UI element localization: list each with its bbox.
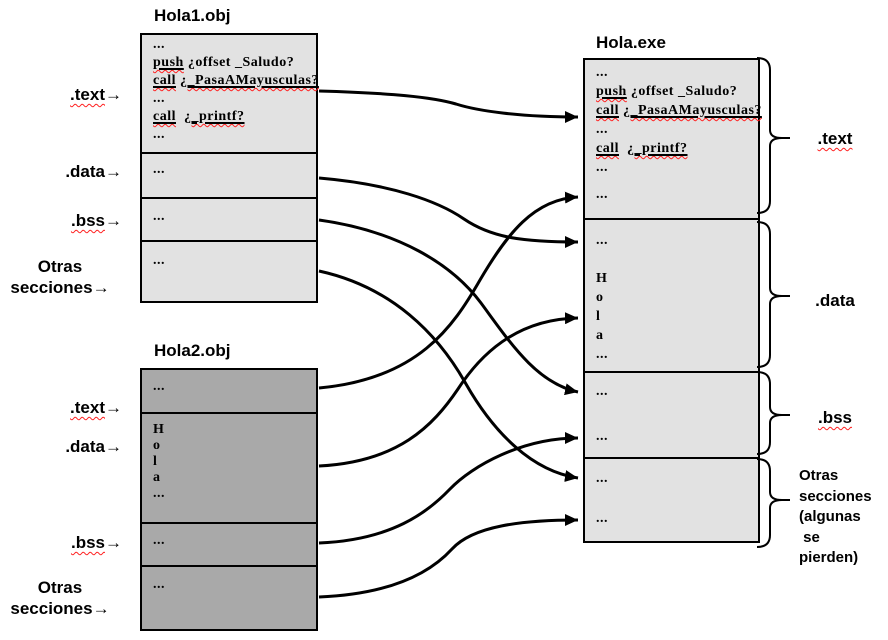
arrow-obj1-bss-to-exe-bss — [318, 218, 579, 396]
arrow-obj2-text-to-exe-text — [318, 191, 579, 390]
obj1-bss-label: .bss→ — [70, 211, 122, 230]
arrow-obj2-data-to-exe-data — [318, 312, 579, 468]
exe-text-section: ...push ¿offset _Saludo?call ¿_PasaAMayu… — [596, 65, 762, 202]
brace-exe-data — [756, 221, 790, 368]
arrow-obj2-otras-to-exe-otras — [318, 514, 579, 599]
obj1-text-section: ...push ¿offset _Saludo?call ¿_PasaAMayu… — [153, 37, 319, 142]
obj2-bss-section: ... — [142, 522, 316, 565]
obj1-bss-section: ... — [142, 197, 316, 240]
obj1-data-section: ... — [142, 152, 316, 197]
exe-title: Hola.exe — [596, 33, 666, 52]
obj2-bss-label: .bss→ — [70, 533, 122, 552]
arrow-obj1-text-to-exe-text — [318, 89, 579, 123]
exe-bss-section: ...... — [585, 371, 758, 457]
exe-data-label: .data — [815, 291, 855, 310]
obj1-otras-section: ... — [142, 240, 316, 301]
obj2-title: Hola2.obj — [154, 341, 231, 360]
exe-otras-section: ...... — [585, 457, 758, 541]
arrow-obj2-bss-to-exe-bss — [318, 432, 579, 545]
obj2-text-section: ... — [153, 379, 165, 394]
obj1-title: Hola1.obj — [154, 6, 231, 25]
obj1-text-label: .text→ — [70, 85, 122, 104]
exe-text-label: .text — [817, 129, 853, 148]
arrow-obj1-otras-to-exe-otras — [318, 269, 579, 482]
exe-bss-label: .bss — [817, 408, 853, 427]
obj1-data-label: .data→ — [65, 162, 122, 181]
obj1-box: ...push ¿offset _Saludo?call ¿_PasaAMayu… — [140, 33, 318, 303]
arrow-obj1-data-to-exe-data — [318, 176, 579, 248]
brace-exe-text — [756, 57, 790, 214]
brace-exe-bss — [756, 371, 790, 455]
obj2-data-label: .data→ — [65, 437, 122, 456]
exe-box: ...push ¿offset _Saludo?call ¿_PasaAMayu… — [583, 58, 762, 543]
obj2-otras-section: ... — [142, 565, 316, 629]
brace-exe-otras — [756, 458, 790, 548]
obj2-text-label: .text→ — [70, 398, 122, 417]
